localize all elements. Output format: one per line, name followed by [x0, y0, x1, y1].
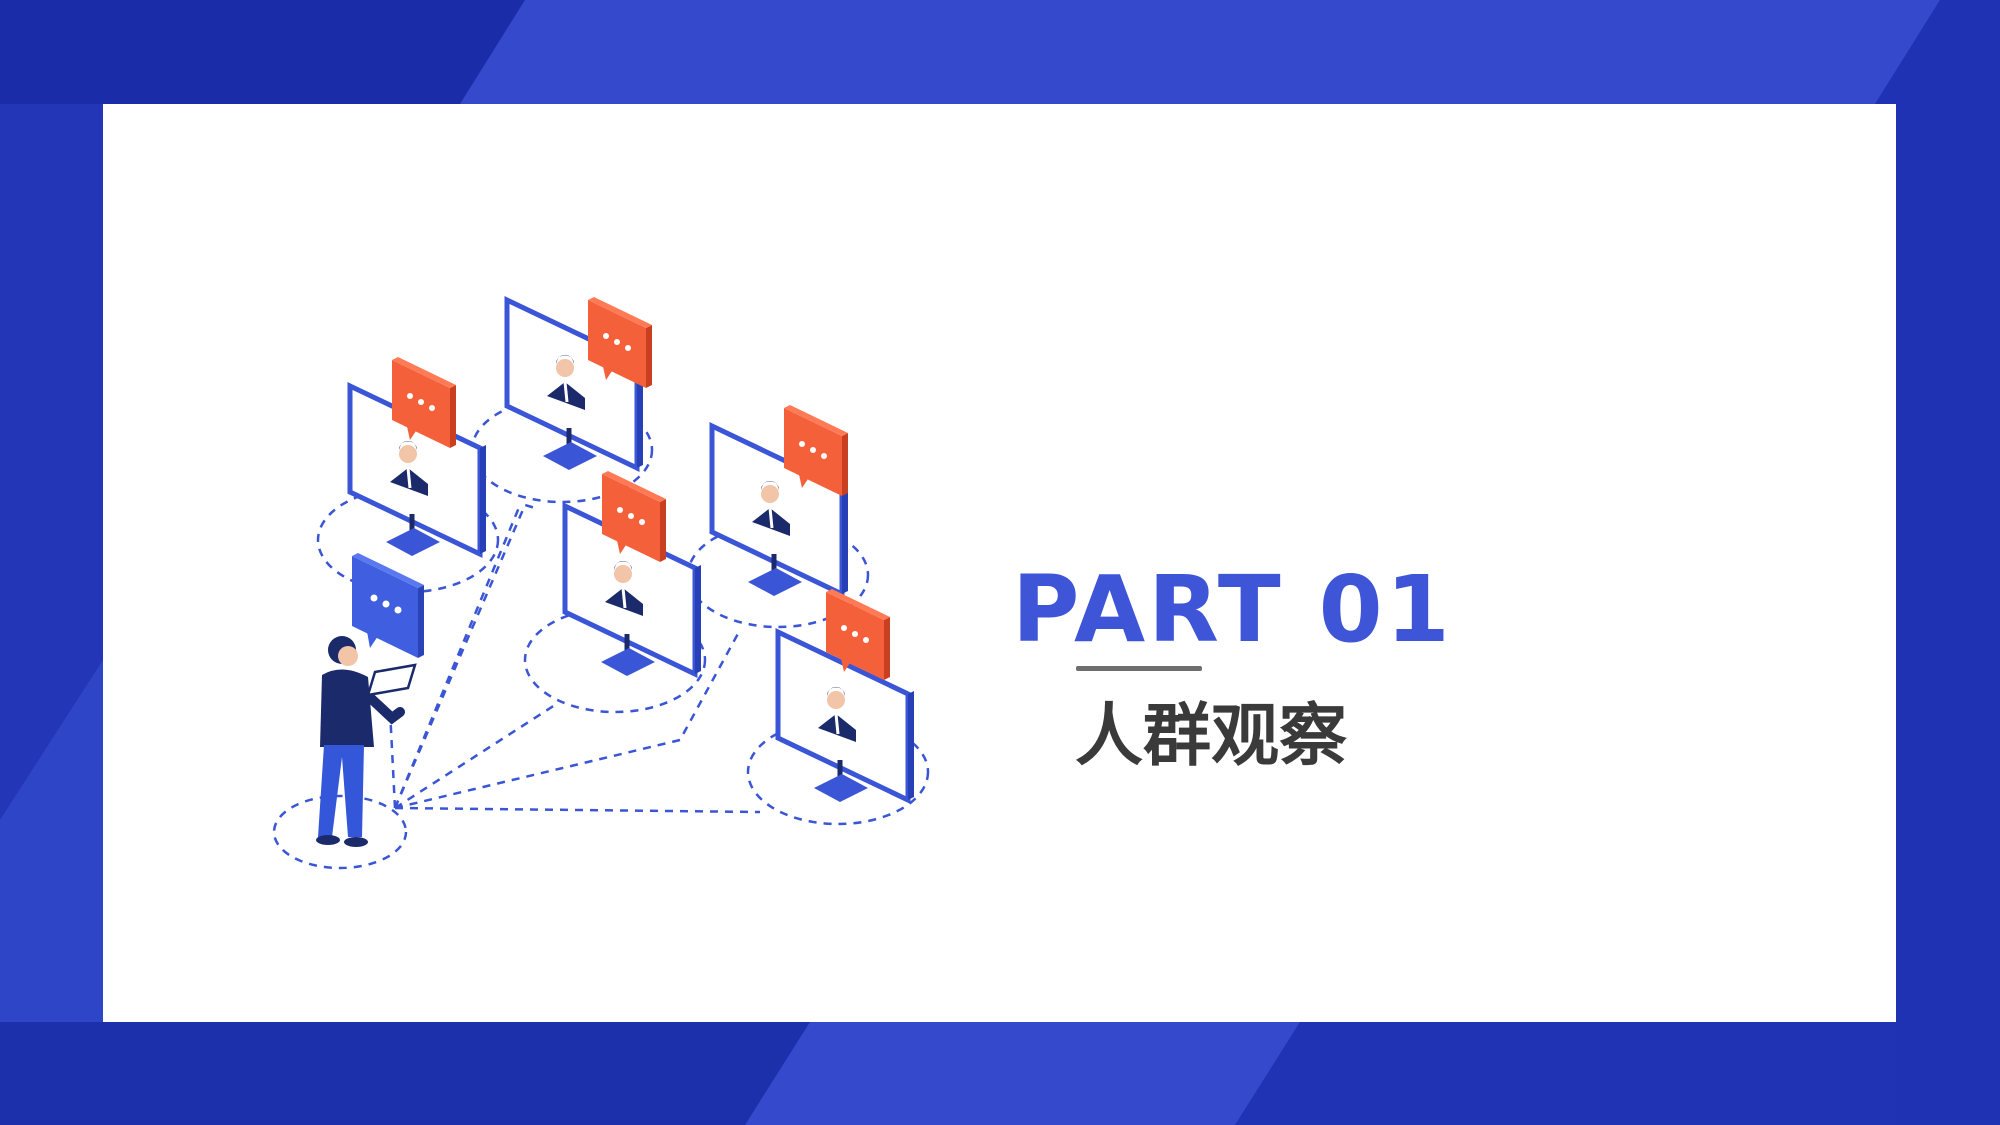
person-with-tablet-icon	[316, 636, 417, 847]
title-divider	[1076, 666, 1202, 671]
section-subtitle: 人群观察	[1075, 697, 1348, 776]
content-panel	[103, 104, 1896, 1022]
node-ellipse	[316, 486, 500, 594]
part-title: PART 01	[1012, 556, 1453, 663]
